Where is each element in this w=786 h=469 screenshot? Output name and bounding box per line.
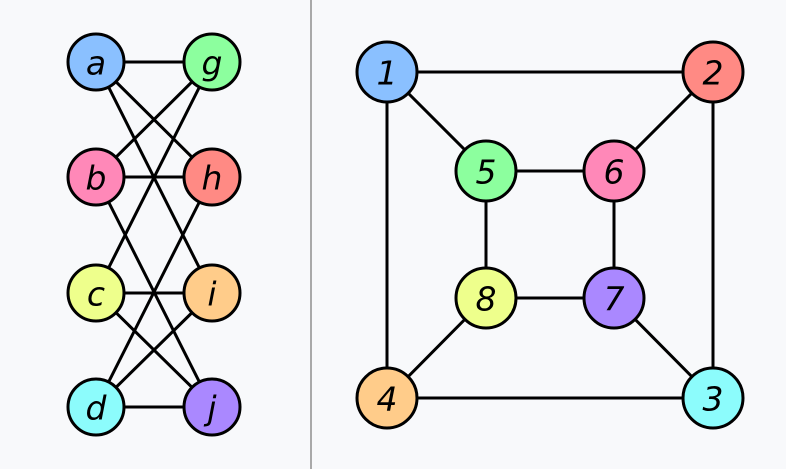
node-1: 1: [355, 40, 419, 104]
node-label-6: 6: [604, 153, 625, 192]
node-c: c: [66, 263, 126, 323]
node-2: 2: [681, 40, 745, 104]
node-circle-a: [66, 32, 126, 92]
node-7: 7: [582, 266, 646, 330]
edge-d-h: [94, 175, 214, 409]
node-label-3: 3: [703, 380, 724, 419]
left-graph: a g b h c i d j: [66, 32, 242, 437]
node-circle-b: [66, 147, 126, 207]
right-graph-nodes: 1 2 3 4 5 6 7 8: [355, 40, 745, 430]
left-graph-edges: [94, 60, 214, 409]
node-circle-h: [182, 147, 242, 207]
node-label-1: 1: [377, 54, 398, 93]
node-circle-1: [355, 40, 419, 104]
node-h: h: [182, 147, 242, 207]
node-circle-d: [66, 377, 126, 437]
node-j: j: [182, 377, 242, 437]
node-5: 5: [454, 139, 518, 203]
node-label-j: j: [203, 389, 217, 428]
edge-c-g: [94, 60, 214, 295]
node-i: i: [182, 263, 242, 323]
node-3: 3: [681, 366, 745, 430]
node-circle-6: [582, 139, 646, 203]
node-b: b: [66, 147, 126, 207]
node-g: g: [182, 32, 242, 92]
node-circle-i: [182, 263, 242, 323]
node-6: 6: [582, 139, 646, 203]
left-graph-nodes: a g b h c i d j: [66, 32, 242, 437]
node-label-g: g: [202, 44, 223, 83]
node-a: a: [66, 32, 126, 92]
node-circle-5: [454, 139, 518, 203]
node-label-a: a: [86, 44, 106, 83]
node-circle-8: [454, 266, 518, 330]
node-label-8: 8: [476, 280, 497, 319]
node-label-c: c: [87, 275, 105, 314]
node-label-h: h: [202, 159, 223, 198]
node-label-2: 2: [703, 54, 724, 93]
node-circle-g: [182, 32, 242, 92]
node-circle-j: [182, 377, 242, 437]
node-label-5: 5: [476, 153, 497, 192]
right-graph: 1 2 3 4 5 6 7 8: [355, 40, 745, 430]
node-d: d: [66, 377, 126, 437]
node-label-i: i: [207, 275, 216, 314]
node-circle-3: [681, 366, 745, 430]
node-4: 4: [355, 366, 419, 430]
node-label-4: 4: [377, 380, 398, 419]
node-8: 8: [454, 266, 518, 330]
right-graph-edges: [385, 70, 715, 400]
node-circle-7: [582, 266, 646, 330]
node-label-7: 7: [604, 280, 625, 319]
node-label-b: b: [86, 159, 107, 198]
node-circle-4: [355, 366, 419, 430]
node-circle-c: [66, 263, 126, 323]
node-label-d: d: [86, 389, 108, 428]
node-circle-2: [681, 40, 745, 104]
